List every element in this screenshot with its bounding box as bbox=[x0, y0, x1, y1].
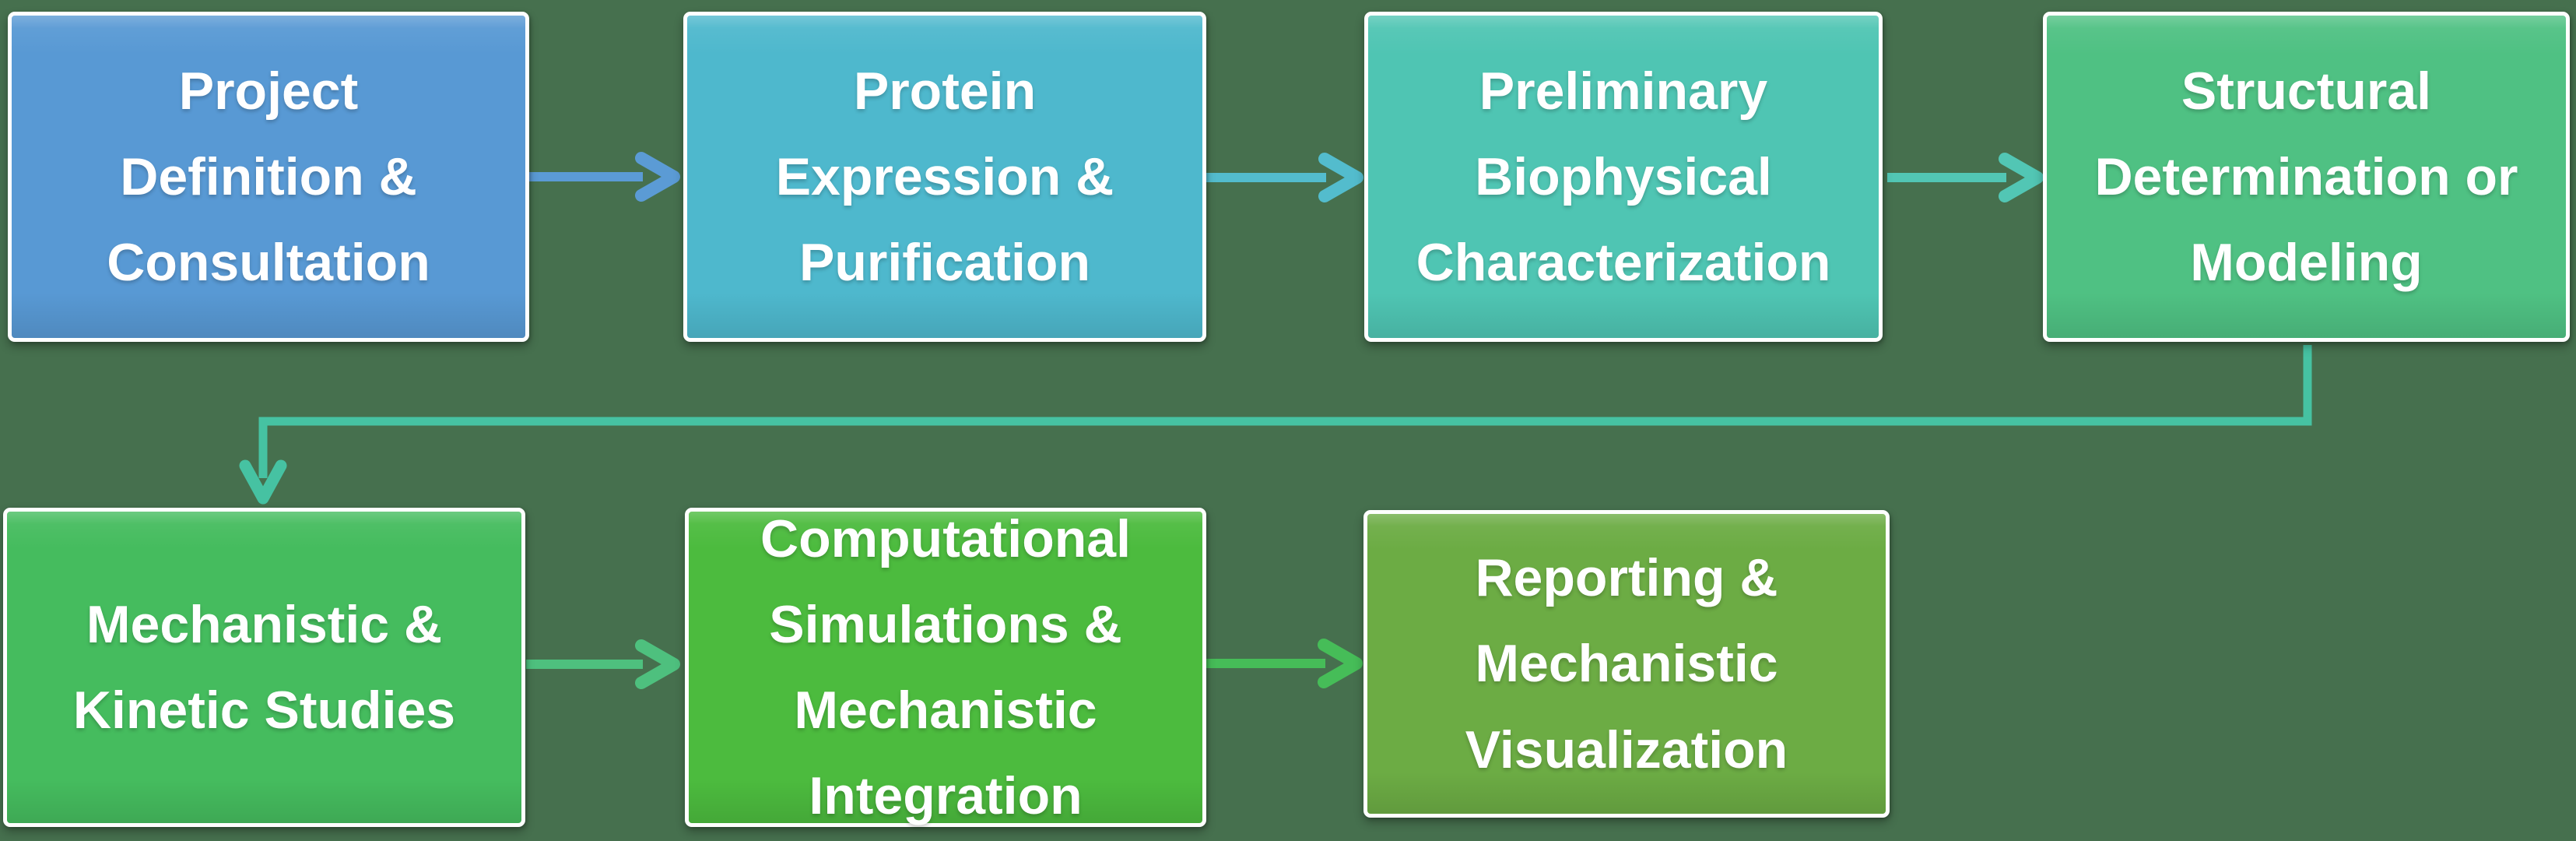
node-label: Reporting & Mechanistic Visualization bbox=[1465, 548, 1788, 779]
node-label: Protein Expression & Purification bbox=[775, 61, 1114, 293]
connector-project-to-protein bbox=[526, 152, 680, 202]
node-reporting-visualization: Reporting & Mechanistic Visualization bbox=[1363, 510, 1890, 818]
elbow-line bbox=[258, 345, 2312, 478]
node-mechanistic-kinetic: Mechanistic & Kinetic Studies bbox=[3, 508, 525, 827]
node-label: Project Definition & Consultation bbox=[107, 61, 430, 293]
node-structural-determination: Structural Determination or Modeling bbox=[2043, 12, 2570, 342]
arrowhead-right-icon bbox=[635, 639, 680, 689]
node-project-definition: Project Definition & Consultation bbox=[8, 12, 529, 342]
arrowhead-right-icon bbox=[1999, 153, 2044, 202]
arrowhead-right-icon bbox=[1318, 153, 1363, 202]
connector-protein-to-biophysical bbox=[1205, 153, 1363, 202]
node-label: Preliminary Biophysical Characterization bbox=[1416, 61, 1831, 293]
connector-computational-to-reporting bbox=[1206, 639, 1363, 688]
node-label: Computational Simulations & Mechanistic … bbox=[760, 508, 1131, 826]
node-preliminary-biophysical: Preliminary Biophysical Characterization bbox=[1364, 12, 1883, 342]
arrowhead-right-icon bbox=[635, 152, 680, 202]
node-protein-expression: Protein Expression & Purification bbox=[683, 12, 1206, 342]
connector-biophysical-to-structural bbox=[1887, 153, 2044, 202]
arrowhead-right-icon bbox=[1318, 639, 1363, 688]
node-label: Mechanistic & Kinetic Studies bbox=[72, 594, 456, 740]
arrowhead-down-icon bbox=[239, 459, 287, 505]
node-computational-simulations: Computational Simulations & Mechanistic … bbox=[685, 508, 1206, 827]
connector-structural-to-mechanistic bbox=[239, 345, 2312, 505]
node-label: Structural Determination or Modeling bbox=[2094, 61, 2518, 293]
connector-mechanistic-to-computational bbox=[526, 639, 680, 689]
